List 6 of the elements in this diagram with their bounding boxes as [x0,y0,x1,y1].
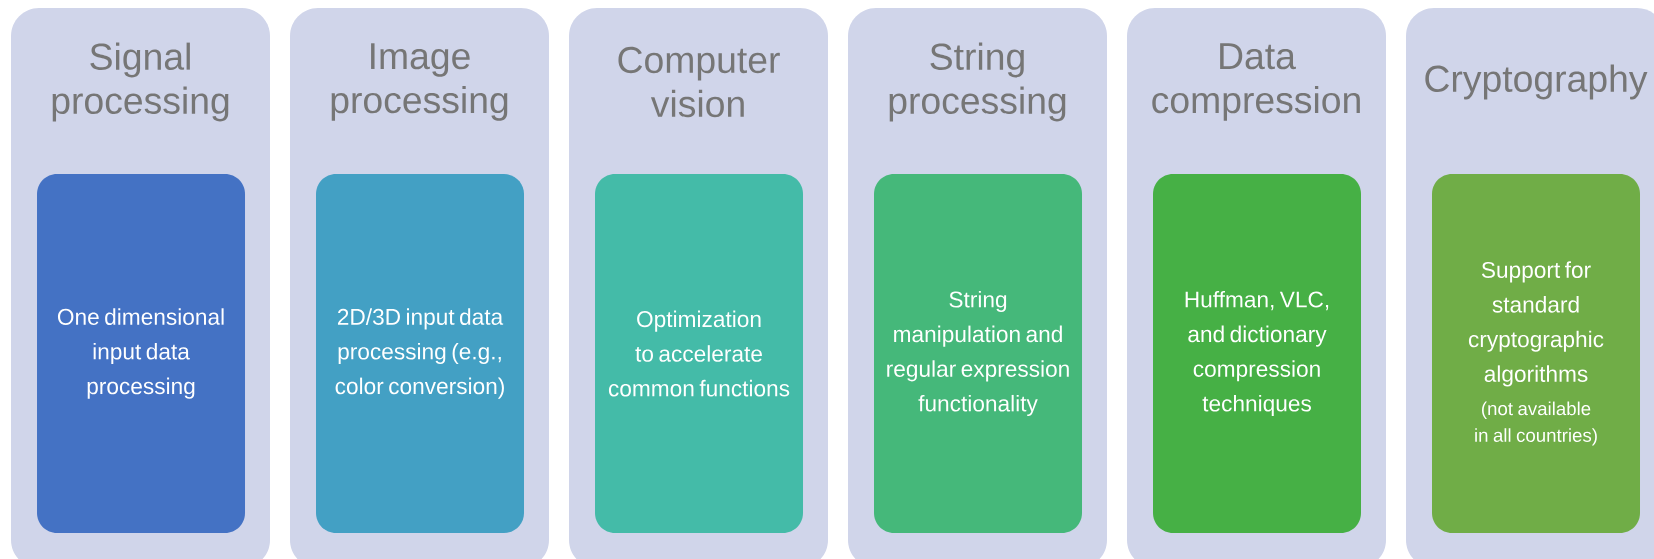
description-box: Support for standard cryptographic algorithms (not available in all countries) [1432,174,1640,533]
description-box: Huffman, VLC, and dictionary compression techniques [1153,174,1361,533]
description-box: One dimensional input data processing [37,174,245,533]
description-box: 2D/3D input data processing (e.g., color conversion) [316,174,524,533]
description-box: Optimization to accelerate common functions [595,174,803,533]
description-box: String manipulation and regular expression functionality [874,174,1082,533]
